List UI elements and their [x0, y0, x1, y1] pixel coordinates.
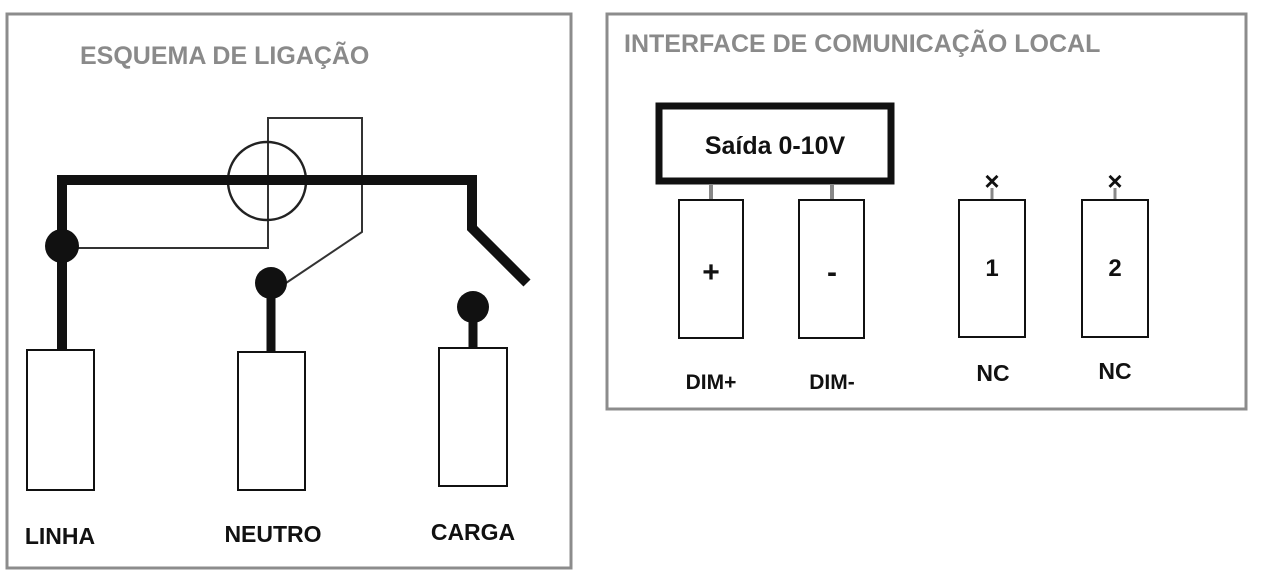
line-terminal-label: LINHA — [25, 523, 95, 549]
dim-plus-symbol: + — [702, 256, 720, 289]
dim-minus-label: DIM- — [809, 371, 855, 394]
line-terminal — [26, 349, 95, 491]
nc1-label: NC — [976, 360, 1009, 386]
load-terminal — [438, 347, 508, 487]
nc2-label: NC — [1098, 358, 1131, 384]
nc2-pin — [1081, 199, 1149, 338]
nc1-symbol: 1 — [985, 255, 998, 282]
dim-plus-label: DIM+ — [686, 371, 737, 394]
wiring-panel: ESQUEMA DE LIGAÇÃO LINHA NEUTRO CARGA — [5, 12, 573, 570]
main-wire — [57, 175, 531, 350]
interface-panel-frame — [605, 12, 1248, 411]
load-junction-dot — [457, 291, 489, 323]
relay-loop-outer — [62, 117, 363, 284]
interface-panel: INTERFACE DE COMUNICAÇÃO LOCAL Saída 0-1… — [605, 12, 1248, 411]
dim-plus-pin — [678, 199, 744, 339]
output-box — [655, 102, 895, 185]
wiring-panel-frame — [5, 12, 573, 570]
neutral-terminal — [237, 351, 306, 491]
output-box-label: Saída 0-10V — [705, 132, 846, 160]
nc1-pin — [958, 199, 1026, 338]
neutral-junction-dot — [255, 267, 287, 299]
line-junction-dot — [45, 229, 79, 263]
nc2-unconnected-marker: × — [1107, 166, 1122, 196]
neutral-terminal-label: NEUTRO — [224, 521, 321, 547]
load-terminal-label: CARGA — [431, 519, 515, 545]
dim-minus-symbol: - — [827, 256, 837, 289]
dim-minus-pin — [798, 199, 865, 339]
interface-panel-title: INTERFACE DE COMUNICAÇÃO LOCAL — [624, 28, 1100, 58]
nc1-unconnected-marker: × — [984, 166, 999, 196]
wiring-panel-title: ESQUEMA DE LIGAÇÃO — [80, 40, 369, 70]
nc2-symbol: 2 — [1108, 255, 1121, 282]
